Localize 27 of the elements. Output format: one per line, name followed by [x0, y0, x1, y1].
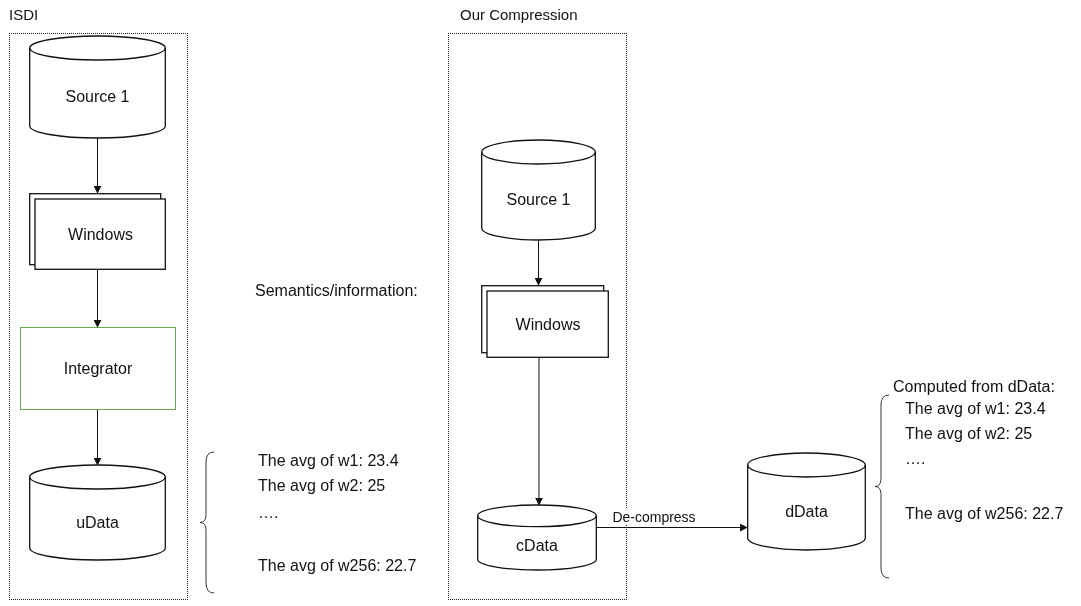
node-text: Windows	[514, 315, 582, 334]
arrow	[596, 523, 748, 532]
process-box: Integrator	[20, 327, 176, 410]
group-heading: ISDI	[9, 6, 39, 23]
edge-label: De-compress	[610, 508, 698, 525]
note-text: The avg of w2: 25	[258, 477, 386, 495]
group-heading: Our Compression	[460, 6, 578, 23]
node-text: Windows	[67, 225, 134, 244]
arrow	[93, 409, 102, 466]
node-text: cData	[515, 537, 559, 556]
note-heading: Semantics/information:	[255, 282, 418, 300]
note-text: The avg of w1: 23.4	[905, 400, 1046, 418]
node-text: Source 1	[64, 88, 131, 106]
arrow	[93, 137, 102, 194]
note-text: The avg of w2: 25	[905, 425, 1033, 443]
note-text: The avg of w256: 22.7	[905, 505, 1064, 523]
arrow	[535, 357, 543, 506]
note-heading: Computed from dData:	[893, 378, 1055, 396]
node-text: dData	[784, 502, 829, 521]
node-text: uData	[75, 513, 120, 532]
note-text: ….	[905, 450, 926, 468]
note-text: The avg of w1: 23.4	[258, 452, 399, 470]
note-text: The avg of w256: 22.7	[258, 557, 417, 575]
arrow	[534, 239, 543, 286]
note-text: ….	[258, 504, 279, 522]
node-text: Source 1	[505, 191, 572, 209]
arrow	[93, 269, 102, 328]
